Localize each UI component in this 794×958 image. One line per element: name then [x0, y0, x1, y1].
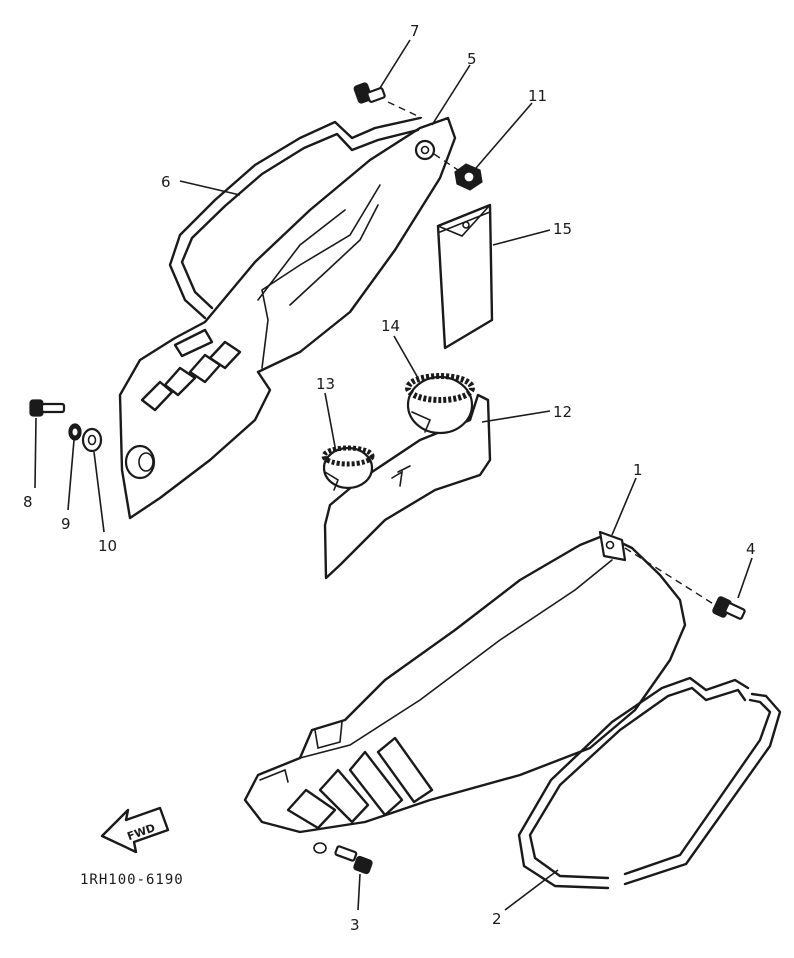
part-1-lower-side-cover [243, 530, 687, 834]
part-11-nut [454, 163, 483, 191]
part-11-fastener-axis [433, 153, 459, 171]
callout-4: 4 [746, 540, 756, 558]
callout-12: 12 [553, 403, 572, 421]
callout-9: 9 [61, 515, 71, 533]
callout-2: 2 [492, 910, 502, 928]
part-5-upper-side-cover [118, 116, 457, 520]
part-4-fastener-axis [624, 547, 716, 606]
part-14-ring-clip [405, 373, 475, 435]
callout-11: 11 [528, 87, 547, 105]
callout-3: 3 [350, 916, 360, 934]
callout-1: 1 [633, 461, 643, 479]
part-7-bolt [353, 82, 386, 104]
callout-15: 15 [553, 220, 572, 238]
part-7-fastener-axis [387, 101, 423, 119]
part-6-trim-strip [168, 116, 422, 320]
leader-lines [34, 39, 753, 911]
callout-10: 10 [98, 537, 117, 555]
fwd-direction-arrow: FWD [100, 806, 170, 854]
part-15-pocket [436, 203, 494, 350]
part-4-bolt [712, 596, 746, 620]
callout-13: 13 [316, 375, 335, 393]
part-8-bolt [29, 399, 66, 417]
part-13-ring-clip [321, 445, 375, 491]
figure-code: 1RH100-6190 [80, 872, 184, 888]
part-9-washer [68, 423, 82, 441]
callout-14: 14 [381, 317, 400, 335]
callout-6: 6 [161, 173, 171, 191]
callout-7: 7 [410, 22, 420, 40]
callout-5: 5 [467, 50, 477, 68]
part-10-collar [81, 427, 103, 453]
part-3-bolt [313, 842, 373, 875]
part-2-trim-strip [517, 676, 782, 890]
callout-8: 8 [23, 493, 33, 511]
